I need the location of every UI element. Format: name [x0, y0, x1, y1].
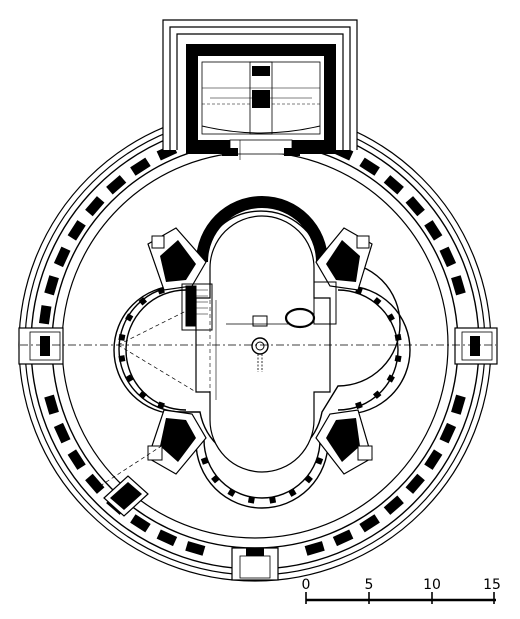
lobe-window — [288, 488, 297, 497]
ring-buttress — [424, 220, 443, 241]
lobe-window — [211, 474, 220, 484]
ring-buttress — [53, 246, 71, 268]
ring-buttress — [44, 275, 59, 296]
ring-buttress — [439, 422, 457, 444]
southwest-buttress — [103, 475, 149, 517]
lobe-window — [125, 313, 134, 322]
west-entrance — [18, 327, 64, 365]
lobe-window — [315, 457, 324, 465]
ring-buttress — [383, 175, 404, 195]
scale-tick-10: 10 — [423, 577, 441, 593]
lobe-window — [355, 401, 363, 410]
ring-buttress — [130, 157, 151, 176]
north-annex — [162, 19, 358, 156]
ring-buttress — [38, 305, 52, 325]
ring-buttress — [359, 157, 380, 176]
lobe-window — [304, 474, 313, 484]
scale-tick-15: 15 — [483, 577, 501, 593]
ring-buttress — [130, 514, 151, 533]
lobe-window — [372, 297, 382, 306]
lobe-windows — [118, 286, 402, 504]
ring-buttress — [451, 394, 466, 415]
ring-buttress — [424, 449, 443, 470]
ring-buttress — [85, 196, 105, 217]
lobe-window — [269, 496, 277, 504]
ring-buttress — [405, 196, 425, 217]
lobe-window — [247, 496, 255, 504]
ring-buttress — [359, 514, 380, 533]
lobe-window — [118, 333, 126, 341]
ring-buttress — [383, 495, 404, 515]
ring-buttress — [156, 529, 178, 547]
lobe-window — [372, 390, 382, 399]
ring-buttress — [304, 541, 325, 556]
lobe-window — [227, 488, 236, 497]
ring-buttress — [44, 394, 59, 415]
lobe-window — [138, 390, 148, 399]
ring-buttress — [451, 275, 466, 296]
lobe-window — [125, 374, 134, 383]
lobe-window — [386, 313, 395, 322]
scale-tick-5: 5 — [365, 577, 374, 593]
south-entrance — [231, 547, 279, 581]
ring-buttress — [185, 541, 206, 556]
interior-details — [20, 140, 496, 487]
east-entrance — [454, 327, 498, 365]
ring-buttress — [85, 473, 105, 494]
scale-tick-0: 0 — [302, 577, 311, 593]
ring-buttress — [332, 529, 354, 547]
ring-buttress — [67, 220, 86, 241]
ring-buttress — [106, 175, 127, 195]
ring-buttress — [439, 246, 457, 268]
lobe-window — [386, 374, 395, 383]
lobe-window — [200, 457, 209, 465]
diagonal-piers — [147, 227, 373, 475]
scale-bar: 0 5 10 15 — [302, 577, 501, 604]
lobe-window — [118, 355, 126, 363]
ring-buttress — [67, 449, 86, 470]
lobe-window — [138, 297, 148, 306]
ring-buttress — [405, 473, 425, 494]
lobe-window — [394, 355, 402, 363]
lobe-window — [157, 401, 165, 410]
lobe-window — [394, 333, 402, 341]
ring-buttress — [53, 422, 71, 444]
ring-buttresses — [38, 134, 466, 556]
